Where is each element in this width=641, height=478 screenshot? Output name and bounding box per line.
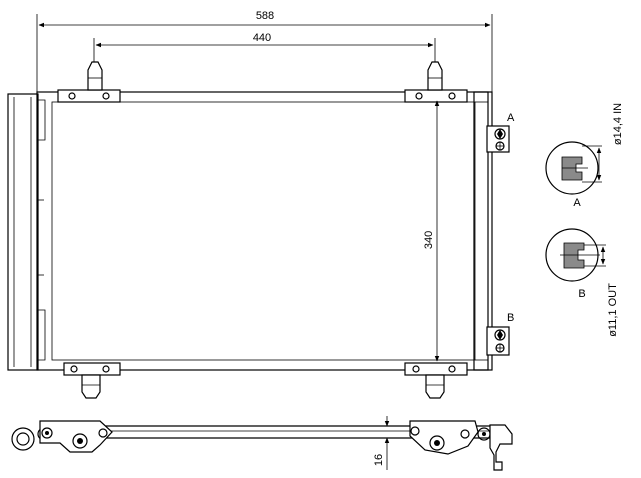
- detail-label-b: B: [578, 288, 585, 300]
- detail-view-b: B ø11,1 OUT: [545, 228, 619, 337]
- side-view: 16: [11, 416, 513, 471]
- dimension-label-thickness: 16: [373, 454, 385, 466]
- port-marker-b: B: [507, 312, 514, 324]
- dimension-label-mount-spacing: 440: [253, 32, 271, 44]
- inlet-diameter-label: ø14,4 IN: [612, 103, 624, 145]
- detail-view-a: A ø14,4 IN: [545, 103, 624, 209]
- port-marker-a: A: [507, 112, 515, 124]
- top-right-mount-bracket: [404, 61, 468, 103]
- left-side-tank: [7, 93, 46, 371]
- dimension-overall-width: 588: [36, 10, 493, 92]
- dimension-label-core-height: 340: [423, 231, 435, 249]
- dimension-mount-spacing: 440: [93, 32, 436, 62]
- bolt-icon: [102, 365, 110, 373]
- bolt-icon: [102, 92, 110, 100]
- condenser-core: [36, 91, 493, 371]
- outlet-diameter-label: ø11,1 OUT: [607, 283, 619, 337]
- top-left-mount-bracket: [57, 61, 121, 103]
- bottom-left-mount-bracket: [63, 362, 121, 399]
- bolt-icon: [448, 365, 456, 373]
- bottom-right-mount-bracket: [404, 362, 468, 399]
- inlet-port-a: A: [486, 112, 515, 153]
- bolt-icon: [70, 365, 78, 373]
- bolt-icon: [412, 365, 420, 373]
- detail-label-a: A: [573, 197, 581, 209]
- dimension-label-overall-width: 588: [256, 10, 274, 22]
- bolt-icon: [415, 92, 423, 100]
- bolt-icon: [68, 92, 76, 100]
- dimension-core-height: 340: [423, 100, 440, 362]
- outlet-port-b: B: [486, 312, 514, 356]
- bolt-icon: [448, 92, 456, 100]
